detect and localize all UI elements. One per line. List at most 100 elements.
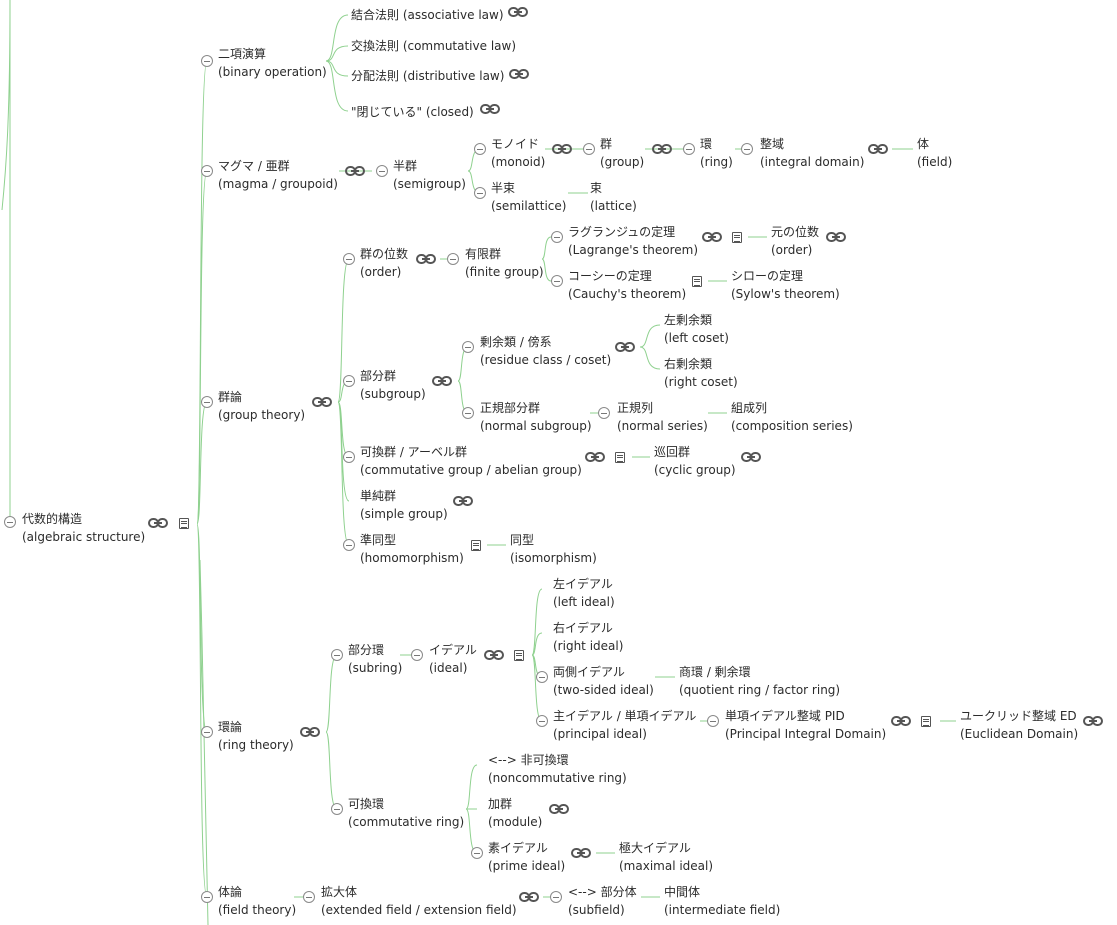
collapse-toggle-group[interactable] [583,143,595,155]
node-intermediate-field[interactable]: 中間体(intermediate field) [664,883,780,919]
note-icon[interactable] [732,232,742,243]
node-group-order[interactable]: 群の位数(order) [360,245,408,281]
node-element-order[interactable]: 元の位数(order) [771,223,819,259]
link-icon[interactable] [480,104,500,114]
node-algebraic-structure[interactable]: 代数的構造(algebraic structure) [22,510,145,546]
link-icon[interactable] [571,848,591,858]
collapse-toggle-algebraic-structure[interactable] [4,516,16,528]
node-euclidean-domain[interactable]: ユークリッド整域 ED(Euclidean Domain) [960,707,1078,743]
node-group[interactable]: 群(group) [600,135,644,171]
link-icon[interactable] [432,376,452,386]
node-right-coset[interactable]: 右剰余類(right coset) [664,355,738,391]
note-icon[interactable] [692,276,702,287]
link-icon[interactable] [868,144,888,154]
node-normal-series[interactable]: 正規列(normal series) [617,399,708,435]
node-commutative-ring[interactable]: 可換環(commutative ring) [348,795,464,831]
collapse-toggle-subgroup[interactable] [343,375,355,387]
node-noncommutative-ring[interactable]: <--> 非可換環(noncommutative ring) [488,751,627,787]
collapse-toggle-semilattice[interactable] [474,187,486,199]
link-icon[interactable] [509,69,529,79]
collapse-toggle-ideal[interactable] [411,649,423,661]
node-commutative-law[interactable]: 交換法則 (commutative law) [351,37,516,55]
note-icon[interactable] [921,716,931,727]
collapse-toggle-subfield[interactable] [550,891,562,903]
note-icon[interactable] [615,452,625,463]
node-isomorphism[interactable]: 同型(isomorphism) [510,531,597,567]
link-icon[interactable] [484,650,504,660]
node-subfield[interactable]: <--> 部分体(subfield) [568,883,637,919]
collapse-toggle-normal-series[interactable] [598,407,610,419]
node-ring[interactable]: 環(ring) [700,135,733,171]
link-icon[interactable] [826,232,846,242]
node-right-ideal[interactable]: 右イデアル(right ideal) [553,619,623,655]
collapse-toggle-pid[interactable] [707,715,719,727]
node-cyclic-group[interactable]: 巡回群(cyclic group) [654,443,736,479]
collapse-toggle-group-theory[interactable] [201,396,213,408]
collapse-toggle-group-order[interactable] [343,253,355,265]
node-sylow-theorem[interactable]: シローの定理(Sylow's theorem) [731,267,840,303]
node-closed[interactable]: "閉じている" (closed) [351,103,474,121]
collapse-toggle-ring[interactable] [683,143,695,155]
node-semilattice[interactable]: 半束(semilattice) [491,179,566,215]
collapse-toggle-extension-field[interactable] [303,891,315,903]
node-lagrange-theorem[interactable]: ラグランジュの定理(Lagrange's theorem) [568,223,698,259]
node-left-ideal[interactable]: 左イデアル(left ideal) [553,575,615,611]
node-pid[interactable]: 単項イデアル整域 PID(Principal Integral Domain) [725,707,886,743]
link-icon[interactable] [300,727,320,737]
node-subring[interactable]: 部分環(subring) [348,641,402,677]
collapse-toggle-cauchy[interactable] [551,275,563,287]
link-icon[interactable] [615,342,635,352]
link-icon[interactable] [702,232,722,242]
collapse-toggle-homomorphism[interactable] [343,539,355,551]
node-field[interactable]: 体(field) [917,135,952,171]
link-icon[interactable] [508,7,528,17]
collapse-toggle-principal-ideal[interactable] [536,715,548,727]
collapse-toggle-binary-operation[interactable] [201,55,213,67]
collapse-toggle-two-sided-ideal[interactable] [536,671,548,683]
node-group-theory[interactable]: 群論(group theory) [218,388,305,424]
node-semigroup[interactable]: 半群(semigroup) [393,157,466,193]
node-residue-class[interactable]: 剰余類 / 傍系(residue class / coset) [480,333,611,369]
link-icon[interactable] [453,496,473,506]
collapse-toggle-magma[interactable] [201,165,213,177]
collapse-toggle-normal-subgroup[interactable] [462,407,474,419]
collapse-toggle-residue-class[interactable] [462,341,474,353]
node-principal-ideal[interactable]: 主イデアル / 単項イデアル(principal ideal) [553,707,696,743]
collapse-toggle-abelian-group[interactable] [343,451,355,463]
node-extension-field[interactable]: 拡大体(extended field / extension field) [321,883,517,919]
link-icon[interactable] [312,397,332,407]
node-maximal-ideal[interactable]: 極大イデアル(maximal ideal) [619,839,713,875]
node-normal-subgroup[interactable]: 正規部分群(normal subgroup) [480,399,592,435]
node-ring-theory[interactable]: 環論(ring theory) [218,718,294,754]
note-icon[interactable] [471,540,481,551]
node-associative-law[interactable]: 結合法則 (associative law) [351,6,504,24]
node-finite-group[interactable]: 有限群(finite group) [465,245,544,281]
node-distributive-law[interactable]: 分配法則 (distributive law) [351,67,504,85]
node-two-sided-ideal[interactable]: 両側イデアル(two-sided ideal) [553,663,654,699]
node-field-theory[interactable]: 体論(field theory) [218,883,296,919]
collapse-toggle-integral-domain[interactable] [741,143,753,155]
link-icon[interactable] [1083,716,1103,726]
note-icon[interactable] [179,518,189,529]
link-icon[interactable] [652,144,672,154]
node-left-coset[interactable]: 左剰余類(left coset) [664,311,729,347]
link-icon[interactable] [519,892,539,902]
link-icon[interactable] [891,716,911,726]
node-simple-group[interactable]: 単純群(simple group) [360,487,448,523]
node-homomorphism[interactable]: 準同型(homomorphism) [360,531,464,567]
node-monoid[interactable]: モノイド(monoid) [491,135,545,171]
link-icon[interactable] [549,804,569,814]
link-icon[interactable] [148,518,168,528]
note-icon[interactable] [514,650,524,661]
node-module[interactable]: 加群(module) [488,795,542,831]
node-binary-operation[interactable]: 二項演算(binary operation) [218,45,327,81]
collapse-toggle-field-theory[interactable] [201,891,213,903]
node-ideal[interactable]: イデアル(ideal) [429,641,477,677]
collapse-toggle-subring[interactable] [331,649,343,661]
node-subgroup[interactable]: 部分群(subgroup) [360,367,426,403]
collapse-toggle-ring-theory[interactable] [201,726,213,738]
node-integral-domain[interactable]: 整域(integral domain) [760,135,864,171]
collapse-toggle-prime-ideal[interactable] [471,847,483,859]
collapse-toggle-monoid[interactable] [474,143,486,155]
link-icon[interactable] [345,166,365,176]
